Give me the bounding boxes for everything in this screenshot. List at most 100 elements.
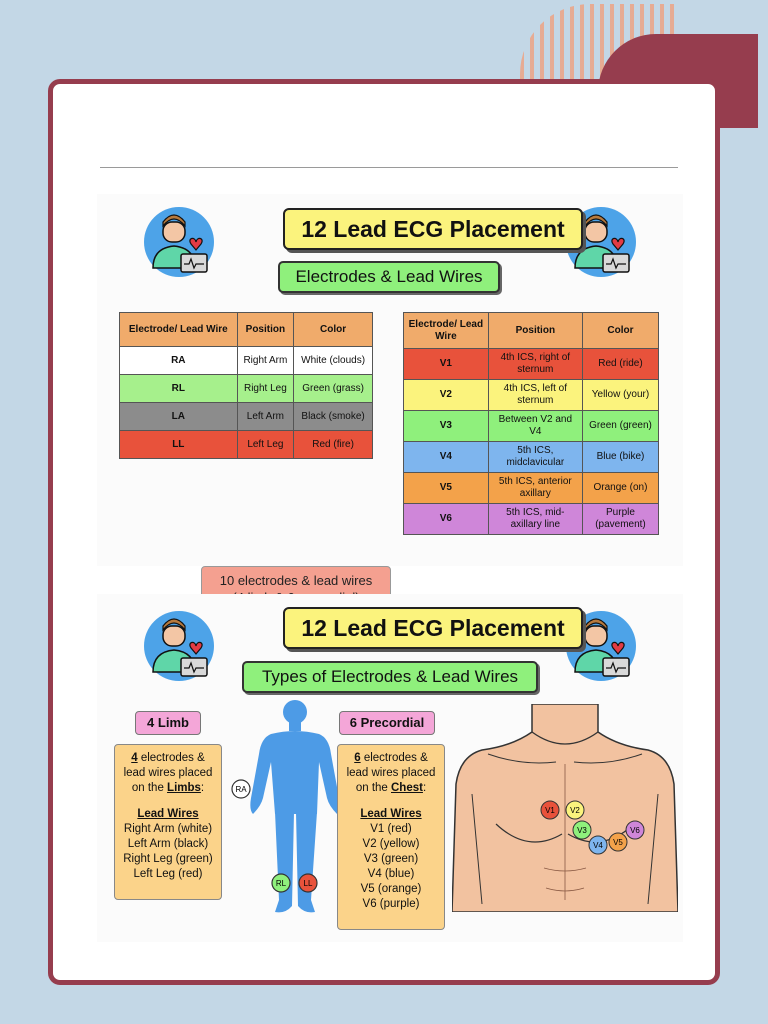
limb-count: 4 bbox=[131, 752, 138, 764]
lead-wire-item: V2 (yellow) bbox=[362, 838, 420, 850]
table-header-cell: Color bbox=[293, 312, 373, 347]
table-header-cell: Position bbox=[236, 312, 295, 347]
precordial-emphasis: Chest bbox=[391, 782, 423, 794]
lead-wire-item: V6 (purple) bbox=[362, 898, 420, 910]
table-cell-lead: V1 bbox=[403, 348, 489, 380]
v3-electrode-label: V3 bbox=[577, 826, 587, 835]
table-cell-lead: V4 bbox=[403, 441, 489, 473]
table-cell-position: 4th ICS, right of sternum bbox=[487, 348, 583, 380]
limb-info-box: 4 electrodes & lead wires placed on the … bbox=[114, 744, 222, 900]
table-cell-lead: V5 bbox=[403, 472, 489, 504]
table-cell-position: Right Leg bbox=[236, 374, 295, 403]
table-cell-color: Yellow (your) bbox=[581, 379, 660, 411]
v1-electrode-label: V1 bbox=[545, 806, 555, 815]
section-title: 12 Lead ECG Placement bbox=[283, 208, 583, 250]
nurse-ecg-icon bbox=[566, 207, 636, 277]
precordial-intro-line: 6 electrodes & bbox=[338, 751, 444, 766]
section-subtitle: Electrodes & Lead Wires bbox=[278, 261, 500, 293]
lead-wire-item: Right Arm (white) bbox=[123, 823, 213, 835]
table-cell-color: Red (fire) bbox=[293, 430, 373, 459]
precordial-text: on the bbox=[355, 782, 391, 794]
lead-wire-item: Left Arm (black) bbox=[127, 838, 209, 850]
table-header-cell: Electrode/ Lead Wire bbox=[403, 312, 489, 349]
body-diagram: RA LA RL LL bbox=[231, 700, 357, 913]
table-cell-lead: V3 bbox=[403, 410, 489, 442]
precordial-intro-line: on the Chest: bbox=[338, 781, 444, 796]
nurse-ecg-icon bbox=[566, 611, 636, 681]
table-cell-lead: V6 bbox=[403, 503, 489, 535]
table-cell-lead: RA bbox=[119, 346, 238, 375]
lead-wire-item: Right Leg (green) bbox=[123, 853, 213, 865]
note-line: 10 electrodes & lead wires bbox=[219, 573, 373, 588]
lead-wire-item: V1 (red) bbox=[370, 823, 412, 835]
chest-diagram: V1 V2 V3 V4 V5 V6 bbox=[452, 704, 678, 912]
lead-wire-item: V5 (orange) bbox=[360, 883, 422, 895]
table-cell-lead: LA bbox=[119, 402, 238, 431]
table-cell-lead: RL bbox=[119, 374, 238, 403]
limb-text: electrodes & bbox=[137, 752, 205, 764]
nurse-ecg-icon bbox=[144, 207, 214, 277]
v6-electrode-label: V6 bbox=[630, 826, 640, 835]
table-cell-color: Green (green) bbox=[581, 410, 660, 442]
v4-electrode-label: V4 bbox=[593, 841, 603, 850]
v2-electrode-label: V2 bbox=[570, 806, 580, 815]
divider bbox=[100, 167, 678, 168]
section-title: 12 Lead ECG Placement bbox=[283, 607, 583, 649]
table-cell-color: White (clouds) bbox=[293, 346, 373, 375]
lead-wire-item: V3 (green) bbox=[363, 853, 419, 865]
table-cell-position: Between V2 and V4 bbox=[487, 410, 583, 442]
lead-wires-heading: Lead Wires bbox=[360, 808, 422, 820]
table-header-cell: Position bbox=[487, 312, 583, 349]
table-cell-position: Right Arm bbox=[236, 346, 295, 375]
electrodes-section: 12 Lead ECG Placement Electrodes & Lead … bbox=[97, 194, 683, 612]
section-subtitle: Types of Electrodes & Lead Wires bbox=[242, 661, 538, 693]
limb-text: : bbox=[200, 782, 205, 794]
table-header-cell: Color bbox=[581, 312, 660, 349]
table-cell-color: Green (grass) bbox=[293, 374, 373, 403]
table-cell-position: Left Leg bbox=[236, 430, 295, 459]
limb-pill: 4 Limb bbox=[135, 711, 201, 735]
table-cell-lead: LL bbox=[119, 430, 238, 459]
table-cell-color: Purple (pavement) bbox=[581, 503, 660, 535]
ll-electrode-label: LL bbox=[304, 879, 313, 888]
limb-intro-line: on the Limbs: bbox=[115, 781, 221, 796]
lead-wire-item: Left Leg (red) bbox=[133, 868, 203, 880]
lead-wires-heading: Lead Wires bbox=[137, 808, 199, 820]
limb-wire-list: Right Arm (white) Left Arm (black) Right L… bbox=[115, 822, 221, 882]
table-cell-position: 4th ICS, left of sternum bbox=[487, 379, 583, 411]
lead-wire-item: V4 (blue) bbox=[367, 868, 415, 880]
table-cell-color: Black (smoke) bbox=[293, 402, 373, 431]
table-cell-color: Blue (bike) bbox=[581, 441, 660, 473]
limb-intro-line: 4 electrodes & bbox=[115, 751, 221, 766]
limb-text: lead wires placed bbox=[123, 767, 213, 779]
table-cell-position: 5th ICS, mid-axillary line bbox=[487, 503, 583, 535]
limb-text: on the bbox=[131, 782, 168, 794]
table-cell-color: Red (ride) bbox=[581, 348, 660, 380]
table-cell-position: 5th ICS, anterior axillary bbox=[487, 472, 583, 504]
types-section: 12 Lead ECG Placement Types of Electrode… bbox=[97, 594, 683, 942]
limb-emphasis: Limbs bbox=[167, 782, 201, 794]
table-cell-color: Orange (on) bbox=[581, 472, 660, 504]
table-cell-position: Left Arm bbox=[236, 402, 295, 431]
precordial-wire-list: V1 (red) V2 (yellow) V3 (green) V4 (blue) V5… bbox=[338, 822, 444, 912]
document-card: 12 Lead ECG Placement Electrodes & Lead … bbox=[48, 79, 720, 985]
precordial-info-box: 6 electrodes & lead wires placed on the … bbox=[337, 744, 445, 930]
precordial-pill: 6 Precordial bbox=[339, 711, 435, 735]
v5-electrode-label: V5 bbox=[613, 838, 623, 847]
precordial-count: 6 bbox=[354, 752, 361, 764]
ra-electrode-label: RA bbox=[235, 785, 247, 794]
precordial-text: electrodes & bbox=[360, 752, 428, 764]
precordial-text: : bbox=[422, 782, 427, 794]
